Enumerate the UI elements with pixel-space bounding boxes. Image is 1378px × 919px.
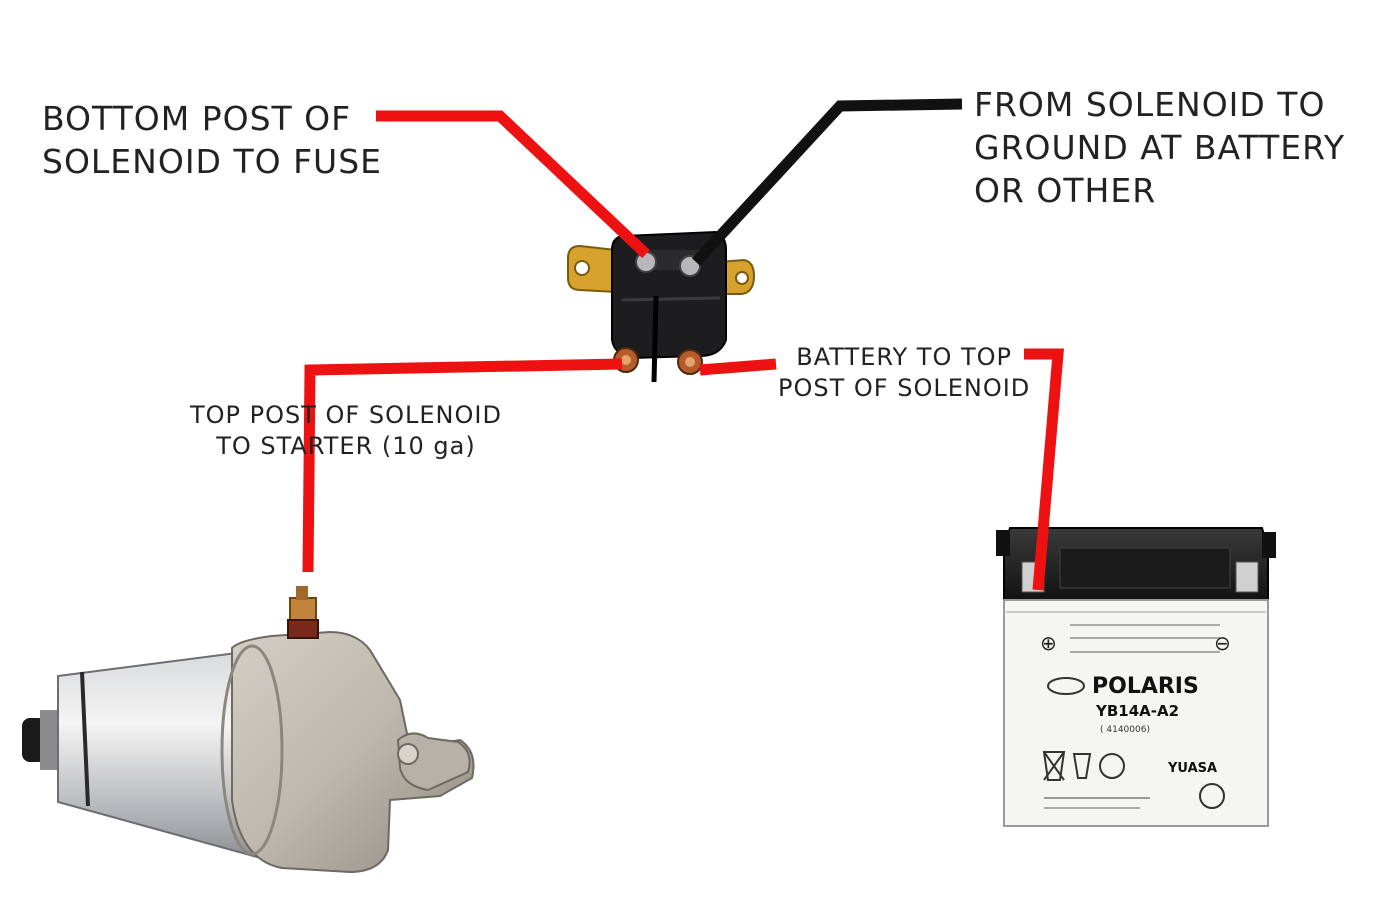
battery-minus: ⊖ (1214, 631, 1231, 655)
battery-maker: YUASA (1167, 761, 1217, 776)
label-starter-line-2: TO STARTER (10 ga) (216, 432, 476, 461)
battery-part-number: ( 4140006) (1100, 725, 1150, 735)
label-battery-line-1: BATTERY TO TOP (796, 343, 1012, 371)
battery-model: YB14A-A2 (1095, 702, 1179, 720)
label-battery: BATTERY TO TOP POST OF SOLENOID (778, 342, 1030, 404)
solenoid-small-terminal-left (635, 251, 657, 273)
battery: ⊕ ⊖ POLARIS YB14A-A2 ( 4140006) YUASA (996, 527, 1276, 827)
starter-wire (302, 358, 623, 573)
ground-wire (691, 98, 963, 266)
label-starter-line-1: TOP POST OF SOLENOID (190, 401, 502, 429)
label-fuse-line-2: SOLENOID TO FUSE (42, 141, 383, 181)
polaris-star-icon (1047, 677, 1085, 695)
label-fuse-line-1: BOTTOM POST OF (42, 99, 352, 138)
starter-end-housing (231, 630, 475, 874)
fuse-wire (376, 110, 650, 258)
starter-terminal (289, 597, 317, 623)
solenoid (567, 230, 756, 383)
battery-wire-short (699, 358, 777, 376)
wires (302, 98, 1064, 591)
label-ground-line-1: FROM SOLENOID TO (974, 85, 1326, 124)
label-ground-line-2: GROUND AT BATTERY (974, 127, 1346, 167)
label-battery-line-2: POST OF SOLENOID (778, 374, 1031, 403)
battery-wire-long (1024, 348, 1064, 591)
battery-brand: POLARIS (1092, 674, 1199, 699)
label-starter: TOP POST OF SOLENOID TO STARTER (10 ga) (190, 400, 502, 462)
label-fuse: BOTTOM POST OF SOLENOID TO FUSE (42, 98, 382, 184)
label-ground: FROM SOLENOID TO GROUND AT BATTERY OR OT… (974, 84, 1345, 213)
battery-plus: ⊕ (1040, 631, 1057, 655)
recycle-icons (1042, 751, 1125, 781)
label-ground-line-3: OR OTHER (974, 170, 1157, 210)
starter-motor (22, 586, 475, 874)
seal-icon (1199, 783, 1225, 809)
